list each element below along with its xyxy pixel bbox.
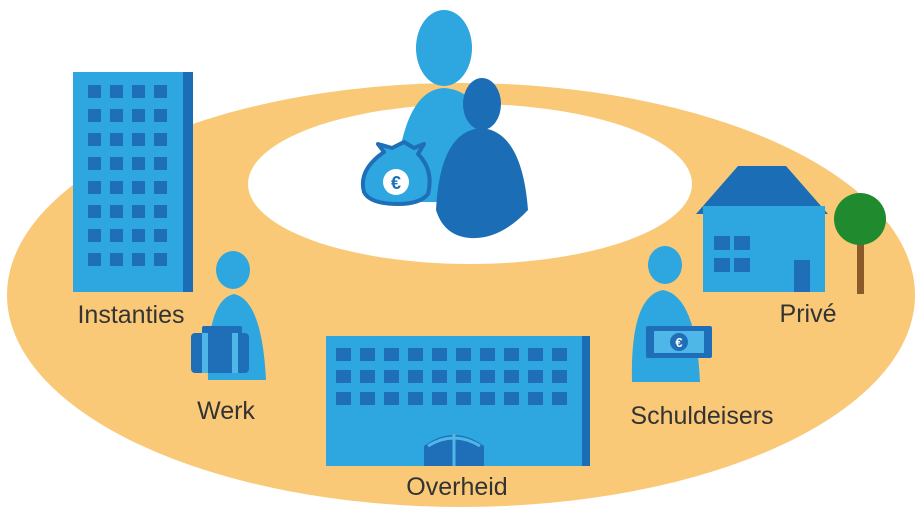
building-window xyxy=(528,392,543,405)
tower-window xyxy=(132,157,145,170)
tower-window xyxy=(132,109,145,122)
tower-window xyxy=(88,253,101,266)
tree-icon xyxy=(834,193,886,294)
tower-window xyxy=(88,85,101,98)
tower-window xyxy=(88,205,101,218)
tower-window xyxy=(88,109,101,122)
building-window xyxy=(336,392,351,405)
tower-window xyxy=(154,133,167,146)
building-window xyxy=(504,370,519,383)
tower-window xyxy=(132,229,145,242)
tower-window xyxy=(110,133,123,146)
building-window xyxy=(360,348,375,361)
building-window xyxy=(504,348,519,361)
building-window xyxy=(504,392,519,405)
building-window xyxy=(336,370,351,383)
building-window xyxy=(360,392,375,405)
building-window xyxy=(432,348,447,361)
tower-window xyxy=(154,157,167,170)
tower-window xyxy=(110,229,123,242)
tower-window xyxy=(110,253,123,266)
building-window xyxy=(480,370,495,383)
banknote-icon: € xyxy=(646,326,712,358)
tower-window xyxy=(132,253,145,266)
tower-window xyxy=(132,85,145,98)
building-window xyxy=(456,392,471,405)
label-werk: Werk xyxy=(197,397,255,425)
building-window xyxy=(456,370,471,383)
building-window xyxy=(408,370,423,383)
tower-window xyxy=(88,157,101,170)
banknote-currency-symbol: € xyxy=(675,335,682,350)
tower-window xyxy=(110,157,123,170)
building-window xyxy=(528,348,543,361)
currency-symbol: € xyxy=(391,173,401,193)
building-window xyxy=(552,370,567,383)
building-window xyxy=(408,392,423,405)
tower-window xyxy=(154,181,167,194)
tower-window xyxy=(88,133,101,146)
building-window xyxy=(552,392,567,405)
building-window xyxy=(432,370,447,383)
tower-window xyxy=(154,229,167,242)
building-window xyxy=(552,348,567,361)
money-bag-icon: € xyxy=(361,140,432,206)
building-window xyxy=(456,348,471,361)
label-overheid: Overheid xyxy=(406,473,507,501)
building-window xyxy=(384,348,399,361)
building-window xyxy=(480,392,495,405)
tower-window xyxy=(154,85,167,98)
tower-window xyxy=(110,85,123,98)
government-building-icon xyxy=(326,336,590,466)
tower-window xyxy=(88,181,101,194)
building-window xyxy=(360,370,375,383)
building-window xyxy=(432,392,447,405)
building-window xyxy=(528,370,543,383)
building-window xyxy=(384,392,399,405)
tower-window xyxy=(132,181,145,194)
tower-window xyxy=(110,109,123,122)
house-icon xyxy=(696,166,828,292)
label-instanties: Instanties xyxy=(77,301,184,329)
building-window xyxy=(384,370,399,383)
tower-window xyxy=(132,133,145,146)
label-schuldeisers: Schuldeisers xyxy=(630,402,773,430)
tower-window xyxy=(154,205,167,218)
tower-window xyxy=(110,181,123,194)
tower-window xyxy=(110,205,123,218)
tower-window xyxy=(132,205,145,218)
building-window xyxy=(408,348,423,361)
tower-window xyxy=(154,109,167,122)
office-tower-icon xyxy=(73,72,193,292)
building-window xyxy=(336,348,351,361)
tower-window xyxy=(88,229,101,242)
briefcase-icon xyxy=(191,326,249,373)
tower-window xyxy=(154,253,167,266)
building-window xyxy=(480,348,495,361)
label-prive: Privé xyxy=(780,300,837,328)
